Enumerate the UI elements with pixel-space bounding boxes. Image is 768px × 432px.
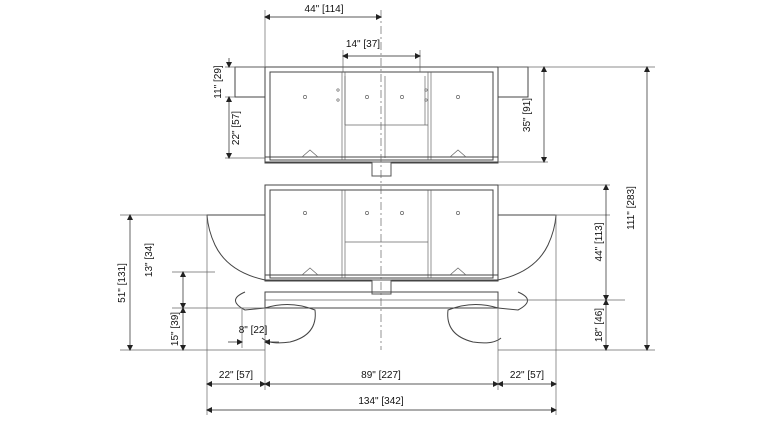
dim-total-height: 111" [283] <box>626 186 637 230</box>
dim-side-13: 13" [34] <box>144 243 155 277</box>
dim-right-span: 22" [57] <box>510 370 544 381</box>
dim-lower-height: 44" [113] <box>594 222 605 261</box>
dimension-lines <box>127 14 650 413</box>
dim-top-width: 44" [114] <box>305 4 344 15</box>
dim-base-height: 18" [46] <box>594 308 605 342</box>
upper-module <box>234 66 529 177</box>
dim-left-span: 22" [57] <box>219 370 253 381</box>
dimension-labels: 44" [114] 14" [37] 11" [29] 22" [57] 35"… <box>117 4 637 407</box>
dim-center-span: 89" [227] <box>361 370 401 381</box>
dim-inner-width: 14" [37] <box>346 39 380 50</box>
dim-small-8: 8" [22] <box>239 325 268 336</box>
lower-module <box>206 184 557 295</box>
dim-outer-height: 51" [131] <box>117 263 128 303</box>
machine-outline <box>206 10 557 350</box>
dim-side-15: 15" [39] <box>170 312 181 346</box>
extension-lines <box>120 10 655 415</box>
dim-overall-width: 134" [342] <box>358 396 403 407</box>
base-frame <box>235 291 528 350</box>
dim-top-drop: 11" [29] <box>213 65 224 99</box>
dim-upper-gap: 22" [57] <box>231 111 242 145</box>
dim-upper-height: 35" [91] <box>522 98 533 132</box>
